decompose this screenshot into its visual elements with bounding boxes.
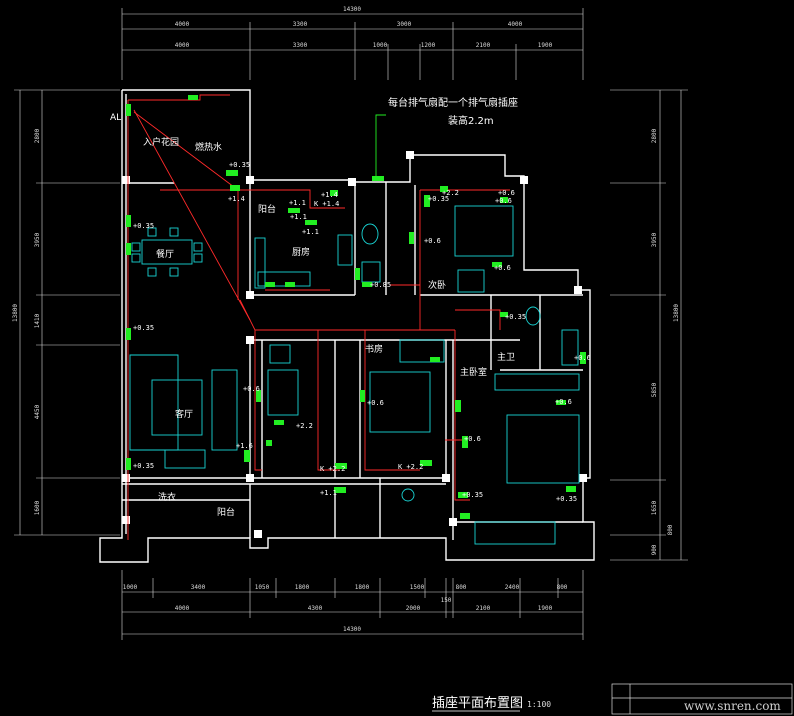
right-dimensions xyxy=(610,89,688,561)
socket-label: +0.6 xyxy=(495,197,512,205)
room-washing: 洗衣 xyxy=(158,491,176,503)
wall-columns xyxy=(122,151,587,538)
top-dim-3: 3000 xyxy=(397,21,412,28)
bottom-dim-6: 1500 xyxy=(410,584,425,591)
left-dim-1: 2800 xyxy=(34,128,41,143)
room-dining: 餐厅 xyxy=(156,248,174,260)
room-entry-garden: 入户花园 xyxy=(143,136,179,148)
top-dim-8: 1200 xyxy=(421,42,436,49)
title-block-frame xyxy=(611,683,793,715)
socket-label: +1.4 xyxy=(228,195,245,203)
socket-label: +0.35 xyxy=(428,195,449,203)
socket-label: +2.2 xyxy=(442,189,459,197)
bottom-dim-5: 1800 xyxy=(355,584,370,591)
socket-label: +1.1 xyxy=(320,489,337,497)
socket-label: +1.4 xyxy=(321,191,338,199)
bottom-dim-11: 4300 xyxy=(308,605,323,612)
socket-label: K +2.2 xyxy=(320,465,345,473)
socket-label: +0.35 xyxy=(556,495,577,503)
bottom-dim-7: 800 xyxy=(456,584,467,591)
socket-label: +0.6 xyxy=(494,264,511,272)
bottom-dim-2: 3400 xyxy=(191,584,206,591)
bottom-dimensions xyxy=(121,570,584,640)
bottom-mid-dim: 150 xyxy=(441,597,452,604)
left-dim-4: 4450 xyxy=(34,404,41,419)
socket-label: +0.35 xyxy=(505,313,526,321)
socket-label: +0.85 xyxy=(370,281,391,289)
bottom-dim-9: 800 xyxy=(557,584,568,591)
room-ensuite: 主卫 xyxy=(497,351,515,363)
left-dim-3: 1410 xyxy=(34,313,41,328)
walls xyxy=(99,89,595,563)
socket-label: +0.6 xyxy=(555,398,572,406)
top-dimensions xyxy=(121,8,584,80)
bottom-total-dim: 14300 xyxy=(343,626,361,633)
top-dim-7: 1000 xyxy=(373,42,388,49)
bottom-dim-1: 1000 xyxy=(123,584,138,591)
socket-label: +0.6 xyxy=(464,435,481,443)
socket-label: +1.1 xyxy=(302,228,319,236)
socket-label: +0.6 xyxy=(574,354,591,362)
top-dim-5: 4000 xyxy=(175,42,190,49)
socket-label: +0.35 xyxy=(462,491,483,499)
top-dim-9: 2100 xyxy=(476,42,491,49)
top-total-dim: 14300 xyxy=(343,6,361,13)
right-dim-5: 900 xyxy=(651,544,658,555)
room-water-heater: 燃热水 xyxy=(195,141,222,153)
top-dim-2: 3300 xyxy=(293,21,308,28)
socket-label: +0.35 xyxy=(229,161,250,169)
top-dim-6: 3300 xyxy=(293,42,308,49)
left-dim-5: 1600 xyxy=(34,500,41,515)
room-balcony: 阳台 xyxy=(217,506,235,518)
top-dim-1: 4000 xyxy=(175,21,190,28)
room-balcony-small: 阳台 xyxy=(258,203,276,215)
socket-label: +2.2 xyxy=(296,422,313,430)
room-kitchen: 厨房 xyxy=(292,246,310,258)
room-living: 客厅 xyxy=(175,408,193,420)
socket-label: +1.6 xyxy=(236,442,253,450)
bottom-dim-12: 2000 xyxy=(406,605,421,612)
socket-label: K +2.2 xyxy=(398,463,423,471)
socket-label: +0.6 xyxy=(498,189,515,197)
socket-label: +1.1 xyxy=(289,199,306,207)
right-small-dim: 800 xyxy=(667,524,674,535)
left-total-dim: 13800 xyxy=(12,304,19,322)
top-dim-4: 4000 xyxy=(508,21,523,28)
socket-label: K +1.4 xyxy=(314,200,339,208)
exhaust-note-line1: 每台排气扇配一个排气扇插座 xyxy=(388,96,518,109)
socket-label: +0.35 xyxy=(133,222,154,230)
bottom-dim-10: 4000 xyxy=(175,605,190,612)
socket-label: +0.6 xyxy=(424,237,441,245)
socket-label: +0.35 xyxy=(133,324,154,332)
top-dim-10: 1900 xyxy=(538,42,553,49)
left-dimensions xyxy=(14,89,120,536)
right-dim-1: 2800 xyxy=(651,128,658,143)
al-panel-label: AL xyxy=(110,113,121,123)
left-dim-2: 3950 xyxy=(34,232,41,247)
right-dim-4: 1650 xyxy=(651,500,658,515)
bottom-dim-14: 1900 xyxy=(538,605,553,612)
right-dim-3: 5850 xyxy=(651,382,658,397)
note-leader-line xyxy=(375,114,386,178)
socket-symbols xyxy=(126,95,586,519)
bottom-dim-13: 2100 xyxy=(476,605,491,612)
socket-label: +0.6 xyxy=(243,385,260,393)
room-bedroom2: 次卧 xyxy=(428,279,446,291)
socket-label: +0.35 xyxy=(133,462,154,470)
room-master: 主卧室 xyxy=(460,366,487,378)
drawing-scale: 1:100 xyxy=(527,700,551,709)
bottom-dim-8: 2400 xyxy=(505,584,520,591)
socket-label: +1.1 xyxy=(290,213,307,221)
bottom-dim-4: 1800 xyxy=(295,584,310,591)
room-study: 书房 xyxy=(365,343,383,355)
right-total-dim: 13800 xyxy=(673,304,680,322)
socket-label: +0.6 xyxy=(367,399,384,407)
watermark: www.snren.com xyxy=(684,699,781,713)
right-dim-2: 3950 xyxy=(651,232,658,247)
bottom-dim-3: 1050 xyxy=(255,584,270,591)
drawing-title: 插座平面布置图 xyxy=(432,696,523,711)
exhaust-note-line2: 装高2.2m xyxy=(448,114,494,127)
